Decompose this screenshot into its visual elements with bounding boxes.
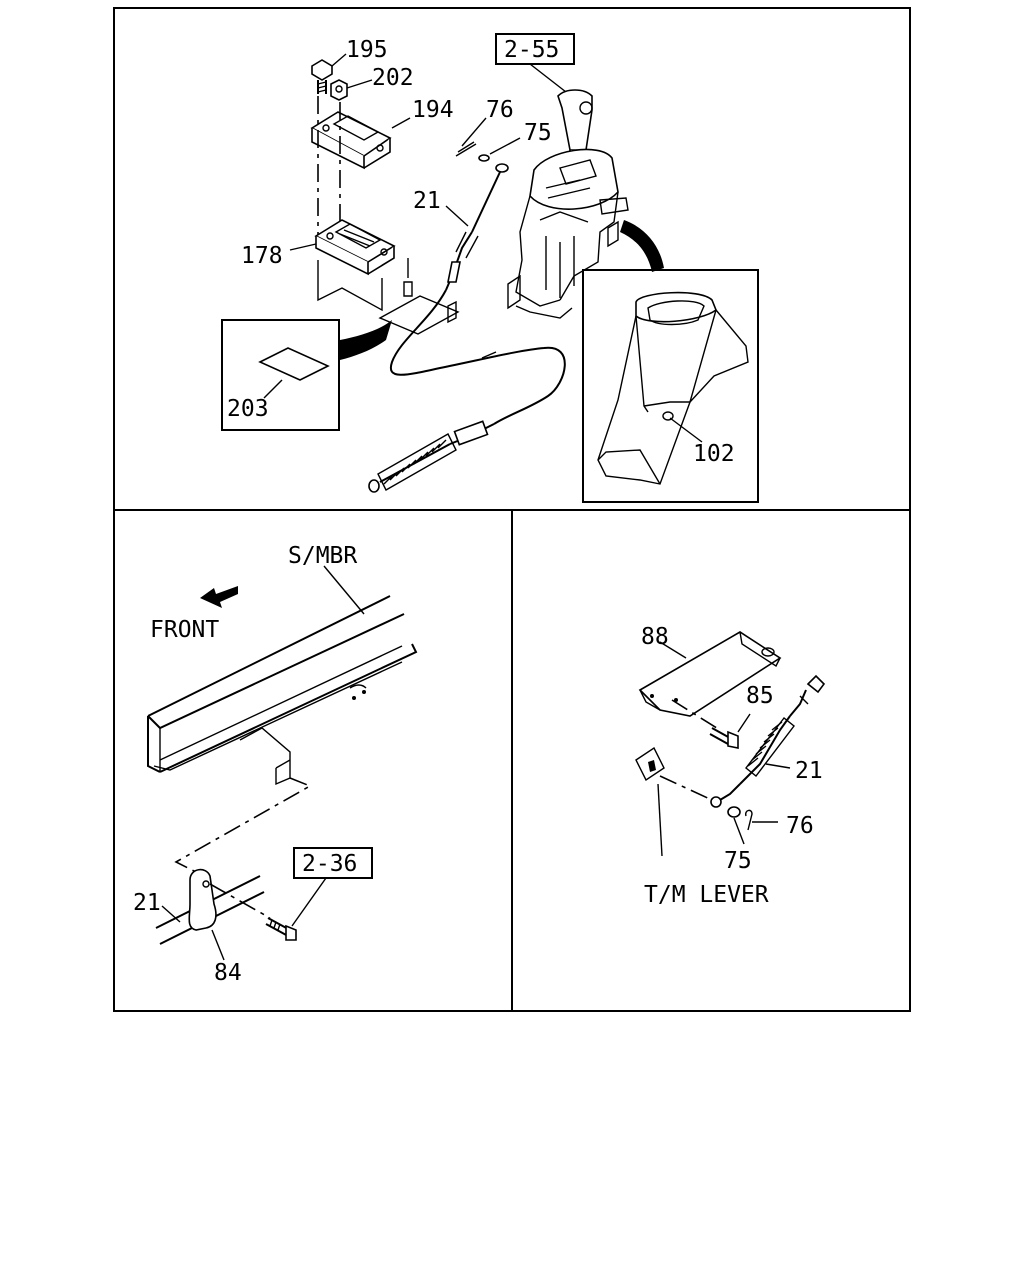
leader-2-55 [529, 63, 567, 93]
leader-203 [263, 379, 283, 399]
label-75a: 75 [524, 120, 552, 146]
front-arrow-icon [200, 586, 238, 608]
label-194: 194 [412, 97, 454, 123]
detail-box-102 [582, 269, 759, 503]
leader-2-36 [291, 877, 327, 927]
pad-203 [258, 347, 330, 381]
washer-75b [727, 806, 741, 818]
clip-76b [744, 809, 753, 831]
bolt-195 [311, 59, 333, 94]
leader-21a [445, 205, 469, 227]
label-ref-2-36: 2-36 [302, 851, 357, 877]
mount-bracket [239, 727, 291, 786]
label-21b: 21 [133, 890, 161, 916]
arrow-102 [620, 220, 664, 272]
label-84: 84 [214, 960, 242, 986]
ref-box-2-55 [495, 33, 575, 65]
shift-cable-21 [368, 163, 566, 493]
label-178: 178 [241, 243, 283, 269]
arrow-203 [340, 320, 392, 360]
leader-75a [489, 137, 521, 155]
label-202: 202 [372, 65, 414, 91]
label-88: 88 [641, 624, 669, 650]
washer-75 [478, 154, 490, 162]
leader-76a [461, 117, 487, 147]
bottom-right-panel [635, 631, 826, 857]
label-21a: 21 [413, 188, 441, 214]
leader-102 [669, 417, 703, 443]
leader-85 [737, 713, 751, 733]
leader-smbr [323, 565, 365, 615]
label-21c: 21 [795, 758, 823, 784]
cable-clamp-84 [155, 868, 265, 945]
label-203: 203 [227, 396, 269, 422]
leader-88 [659, 641, 687, 659]
bracket-194 [310, 111, 392, 170]
leader-84 [211, 929, 225, 961]
base-178 [314, 219, 396, 276]
ref-box-2-36 [293, 847, 373, 879]
label-102: 102 [693, 441, 735, 467]
leader-202 [346, 79, 373, 89]
bracket-88 [638, 631, 782, 717]
detail-box-203 [221, 319, 340, 431]
clamp-bolt [265, 917, 297, 941]
leader-21b [161, 905, 181, 923]
leader-178 [289, 243, 317, 251]
label-85: 85 [746, 683, 774, 709]
label-smbr: S/MBR [288, 543, 357, 569]
nut-202 [330, 79, 348, 101]
shift-cable-21-end [710, 674, 826, 808]
leader-21c [765, 763, 791, 769]
label-front: FRONT [150, 617, 219, 643]
label-76b: 76 [786, 813, 814, 839]
top-panel [221, 33, 759, 503]
leader-75b [733, 817, 745, 845]
label-75b: 75 [724, 848, 752, 874]
shift-lever-assembly [507, 89, 629, 319]
tm-lever [635, 746, 665, 782]
leader-195 [331, 53, 347, 67]
clip-76 [455, 141, 477, 157]
label-195: 195 [346, 37, 388, 63]
console-cover-102 [597, 291, 749, 485]
label-76a: 76 [486, 97, 514, 123]
leader-tm-lever [657, 783, 663, 857]
side-member-channel [147, 595, 418, 773]
label-tm-lever: T/M LEVER [644, 882, 769, 908]
leader-194 [391, 117, 411, 129]
bottom-left-panel [147, 565, 418, 961]
label-ref-2-55: 2-55 [504, 37, 559, 63]
bolt-85 [709, 727, 739, 749]
